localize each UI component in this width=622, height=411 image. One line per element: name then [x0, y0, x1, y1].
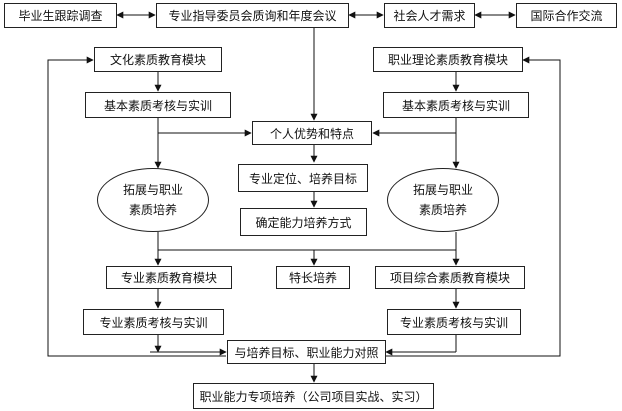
node-pro-training-left: 专业素质考核与实训 [83, 309, 224, 335]
feedback-loop-right [386, 56, 561, 357]
node-compare: 与培养目标、职业能力对照 [227, 340, 386, 364]
node-career-training: 职业能力专项培养（公司项目实战、实习） [193, 383, 434, 409]
expand-right-line2: 素质培养 [418, 203, 467, 217]
node-career-theory-module: 职业理论素质教育模块 [373, 47, 523, 72]
expand-left-line1: 拓展与职业 [122, 183, 183, 197]
node-ability-method: 确定能力培养方式 [240, 208, 367, 236]
node-expand-right: 拓展与职业 素质培养 [387, 168, 499, 232]
node-pro-training-right: 专业素质考核与实训 [387, 309, 521, 335]
node-positioning: 专业定位、培养目标 [238, 164, 368, 192]
node-expand-left: 拓展与职业 素质培养 [97, 168, 209, 232]
node-social-demand: 社会人才需求 [384, 3, 475, 28]
node-pro-module: 专业素质教育模块 [106, 266, 232, 289]
node-culture-module: 文化素质教育模块 [94, 47, 222, 72]
node-intl-exchange: 国际合作交流 [516, 3, 617, 28]
expand-left-line2: 素质培养 [128, 203, 177, 217]
node-basic-training-right: 基本素质考核与实训 [383, 92, 529, 118]
node-personal-strengths: 个人优势和特点 [252, 121, 372, 145]
node-basic-training-left: 基本素质考核与实训 [85, 92, 231, 118]
feedback-loop-left [47, 56, 226, 357]
node-project-module: 项目综合素质教育模块 [375, 266, 525, 289]
node-specialty: 特长培养 [276, 266, 350, 289]
node-committee: 专业指导委员会质询和年度会议 [156, 3, 349, 28]
node-graduate-tracking: 毕业生跟踪调查 [4, 3, 117, 28]
expand-right-line1: 拓展与职业 [412, 183, 473, 197]
